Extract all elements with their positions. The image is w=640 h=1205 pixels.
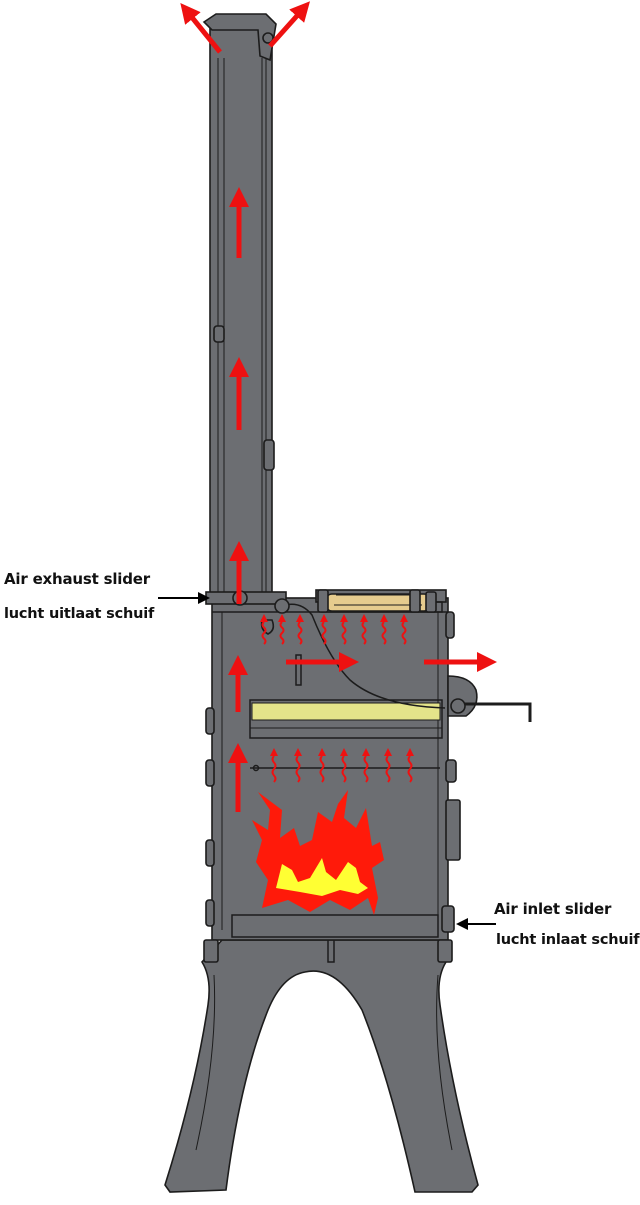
inlet-label-subtitle: lucht inlaat schuif [496,932,640,948]
stove-legs [164,937,479,1193]
wavy-arrow-icon [340,614,348,645]
wavy-arrow-icon [340,748,348,783]
exhaust-label-subtitle: lucht uitlaat schuif [4,606,155,622]
wavy-arrow-icon [294,748,302,783]
wavy-arrow-icon [320,614,328,645]
wavy-arrow-icon [400,614,408,645]
wavy-arrow-icon [260,614,268,645]
label-pointers [158,592,496,930]
door-lever [447,675,532,722]
arrow-icon [268,1,311,48]
baffle-plate [251,702,441,721]
exhaust-label-title: Air exhaust slider [4,570,150,588]
wavy-arrow-icon [318,748,326,783]
left-side-tabs [203,707,219,963]
wavy-arrow-icon [360,614,368,645]
leg-frame [164,939,479,1193]
exhaust-pointer-head [198,592,210,604]
leg-inner-curve [195,974,453,1151]
wavy-arrow-icon [362,748,370,783]
wavy-arrow-icon [270,748,278,783]
wavy-arrow-icon [384,748,392,783]
inlet-label-title: Air inlet slider [494,900,612,918]
ash-tray [231,914,439,938]
heat-arrows-lower [270,748,414,783]
chimney [202,13,290,635]
arrow-icon [180,3,222,54]
baffle-plate-frame [249,699,443,739]
wavy-arrow-icon [278,614,286,645]
wavy-arrow-icon [296,614,304,645]
airflow-arrows [180,1,497,812]
cooking-top [315,589,447,613]
inlet-pointer-head [456,918,468,930]
wavy-arrow-icon [380,614,388,645]
right-side-tabs [437,611,461,963]
flame-inner [276,858,368,896]
heat-arrows-upper [260,614,408,645]
flame-icon [252,790,384,915]
chimney-pipe [209,21,273,601]
wavy-arrow-icon [406,748,414,783]
